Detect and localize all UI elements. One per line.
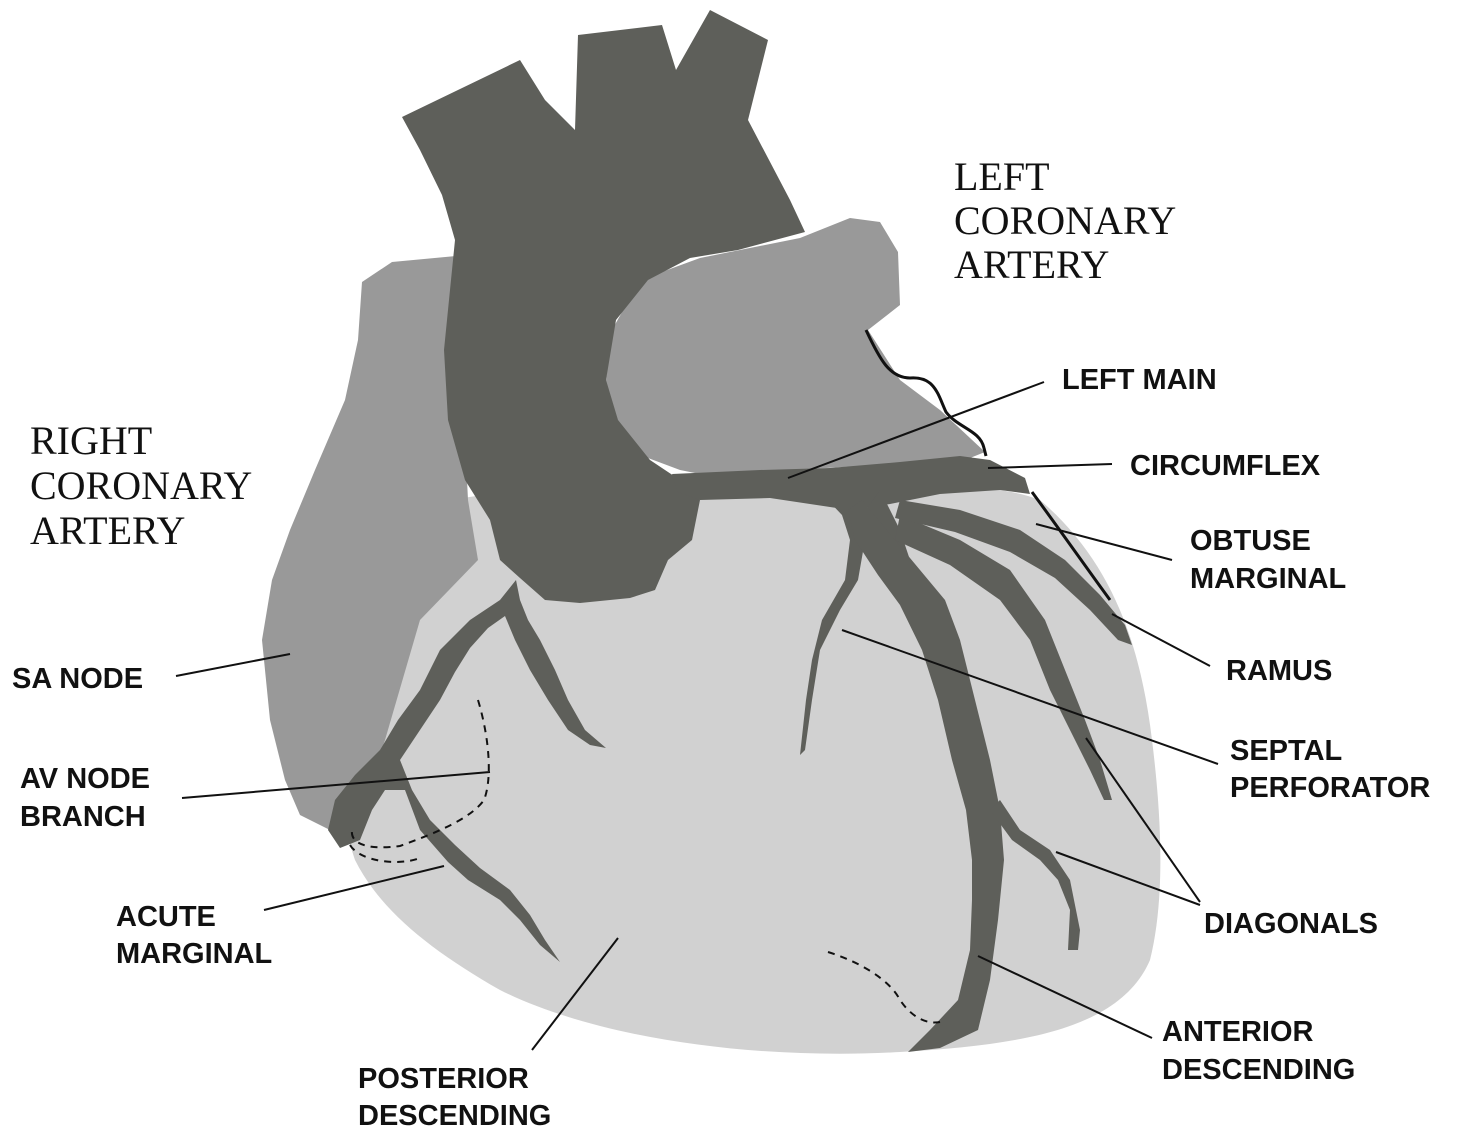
right-coronary-title-line-3: ARTERY — [30, 508, 185, 553]
left-coronary-title: LEFT CORONARY ARTERY — [954, 154, 1185, 287]
left-coronary-title-line-3: ARTERY — [954, 242, 1109, 287]
label-acute-marginal: ACUTE MARGINAL — [116, 901, 272, 970]
right-coronary-title-line-2: CORONARY — [30, 463, 251, 508]
label-diagonals: DIAGONALS — [1204, 908, 1378, 940]
left-coronary-title-line-2: CORONARY — [954, 198, 1175, 243]
label-sa-node: SA NODE — [12, 663, 143, 695]
label-septal-perforator: SEPTAL PERFORATOR — [1230, 735, 1430, 804]
right-coronary-title: RIGHT CORONARY ARTERY — [30, 418, 261, 553]
right-coronary-title-line-1: RIGHT — [30, 418, 152, 463]
label-obtuse-marginal: OBTUSE MARGINAL — [1190, 525, 1346, 595]
label-circumflex: CIRCUMFLEX — [1130, 450, 1321, 482]
label-ramus: RAMUS — [1226, 655, 1332, 687]
label-left-main: LEFT MAIN — [1062, 364, 1217, 396]
label-anterior-descending: ANTERIOR DESCENDING — [1162, 1016, 1355, 1086]
label-av-node-branch: AV NODE BRANCH — [20, 763, 158, 833]
left-coronary-title-line-1: LEFT — [954, 154, 1049, 199]
leader-circumflex — [988, 464, 1112, 468]
label-posterior-descending: POSTERIOR DESCENDING — [358, 1063, 551, 1129]
